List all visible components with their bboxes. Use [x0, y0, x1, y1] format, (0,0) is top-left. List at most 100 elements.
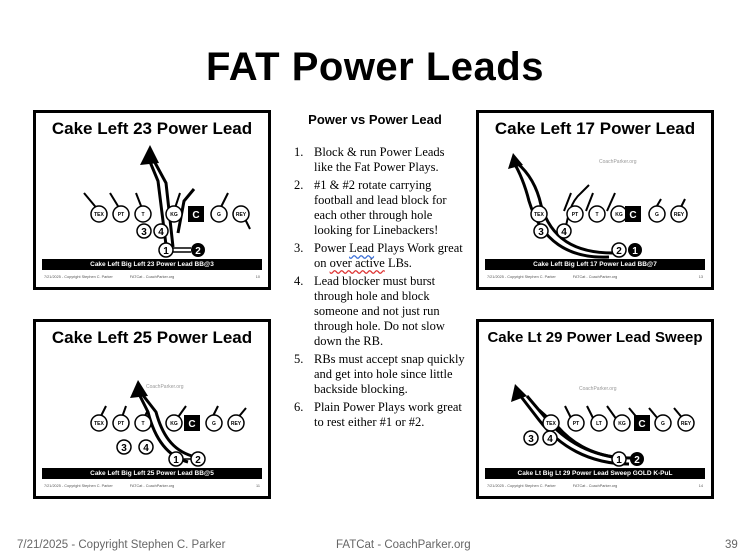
back-label: 4 [561, 227, 567, 238]
mini-footer-copyright: 7/21/2025 - Copyright Stephen C. Parker [44, 484, 113, 488]
back-label: 4 [143, 443, 149, 454]
player-circle [134, 205, 152, 223]
list-text: Lead blocker must burst through hole and… [314, 274, 445, 348]
player-circle [210, 205, 228, 223]
back-circle [158, 242, 174, 258]
mini-footer-page: 10 [255, 275, 260, 279]
player-circle [530, 205, 548, 223]
player-circle [165, 205, 183, 223]
play-diagram-title: Cake Left 23 Power Lead [51, 119, 253, 138]
back-circle [138, 439, 154, 455]
back-label: 3 [538, 227, 544, 238]
notes-heading: Power vs Power Lead [308, 112, 442, 127]
mini-footer-copyright: 7/21/2025 - Copyright Stephen C. Parker [44, 275, 113, 279]
back-circle [542, 430, 558, 446]
play-field-diagram: CoachParker.org TEX PT LT KG C G REY 3 4… [511, 384, 695, 467]
slide-title: FAT Power Leads [206, 45, 544, 89]
player-label: KG [615, 212, 623, 218]
back-circle [533, 223, 549, 239]
list-number: 5. [294, 352, 304, 366]
center-square [634, 415, 650, 431]
player-label: PT [573, 421, 579, 427]
play-caption-bar: Cake Left Big Left 17 Power Lead BB@7 [485, 259, 705, 270]
player-circle [670, 205, 688, 223]
player-label: PT [118, 212, 124, 218]
back-label: 3 [528, 434, 534, 445]
player-label: REY [681, 421, 692, 427]
back-label: 2 [616, 246, 622, 257]
back-label: 1 [632, 246, 638, 257]
back-circle [628, 243, 642, 257]
notes-list: 1.Block & run Power Leads like the Fat P… [284, 145, 466, 430]
player-label: LT [596, 421, 602, 427]
mini-footer-site: FATCat - CoachParker.org [572, 484, 618, 488]
mini-footer: 7/21/2025 - Copyright Stephen C. Parker … [487, 275, 703, 282]
mini-footer-site: FATCat - CoachParker.org [129, 275, 175, 279]
player-label: G [212, 421, 216, 427]
list-text-word: over active [329, 256, 385, 270]
center-label: C [629, 210, 636, 221]
back-label: 2 [195, 246, 201, 257]
list-number: 6. [294, 400, 304, 414]
mini-footer-page: 13 [698, 275, 703, 279]
play-caption-bar: Cake Left Big Left 23 Power Lead BB@3 [42, 259, 262, 270]
back-circle [611, 242, 627, 258]
player-label: G [655, 212, 659, 218]
play-diagram-title: Cake Left 17 Power Lead [494, 119, 696, 138]
center-square [625, 206, 641, 222]
player-label: G [661, 421, 665, 427]
player-circle [227, 414, 245, 432]
player-circle [567, 414, 585, 432]
watermark: CoachParker.org [579, 386, 617, 392]
play-diagram-23-power-lead[interactable]: Cake Left 23 Power Lead TEX PT T KG C G … [33, 110, 271, 290]
back-circle [190, 451, 206, 467]
list-number: 3. [294, 241, 304, 255]
list-text-word: Lead [349, 241, 375, 255]
player-circle [654, 414, 672, 432]
play-diagram-29-power-lead-sweep[interactable]: Cake Lt 29 Power Lead Sweep CoachParker.… [476, 319, 714, 499]
footer-site: FATCat - CoachParker.org [336, 539, 471, 551]
back-circle [136, 223, 152, 239]
list-text: #1 & #2 rotate carrying football and lea… [314, 178, 447, 237]
footer-page-number: 39 [725, 539, 738, 551]
run-arrowhead [130, 380, 148, 398]
player-label: KG [170, 421, 178, 427]
back-label: 2 [195, 455, 201, 466]
mini-footer-page: 14 [698, 484, 703, 488]
player-circle [165, 414, 183, 432]
back-label: 3 [141, 227, 147, 238]
play-caption-bar: Cake Lt Big Lt 29 Power Lead Sweep GOLD … [485, 468, 705, 479]
back-label: 3 [121, 443, 127, 454]
player-label: TEX [546, 421, 556, 427]
list-item: 5.RBs must accept snap quickly and get i… [284, 352, 466, 397]
mini-footer: 7/21/2025 - Copyright Stephen C. Parker … [487, 484, 703, 491]
back-circle [153, 223, 169, 239]
back-circle [191, 243, 205, 257]
play-diagram-title: Cake Left 25 Power Lead [51, 328, 253, 347]
player-circle [677, 414, 695, 432]
run-arrowhead [508, 153, 523, 169]
list-item: 6. Plain Power Plays work great to rest e… [284, 400, 466, 430]
play-field-diagram: CoachParker.org TEX PT T KG C G REY 3 4 … [90, 380, 247, 467]
player-label: TEX [534, 212, 544, 218]
player-label: REY [236, 212, 247, 218]
center-square [188, 206, 204, 222]
play-field-diagram: CoachParker.org TEX PT T KG C G REY 3 4 … [508, 153, 688, 259]
center-label: C [192, 210, 199, 221]
center-label: C [188, 419, 195, 430]
player-label: REY [231, 421, 242, 427]
mini-footer: 7/21/2025 - Copyright Stephen C. Parker … [44, 275, 260, 282]
player-circle [112, 205, 130, 223]
list-text-pre: Power [314, 241, 350, 255]
play-diagram-17-power-lead[interactable]: Cake Left 17 Power Lead CoachParker.org … [476, 110, 714, 290]
mini-footer-site: FATCat - CoachParker.org [129, 484, 175, 488]
player-label: PT [572, 212, 578, 218]
list-text: Plain Power Plays work great to rest eit… [314, 400, 462, 429]
run-arrowhead [511, 384, 527, 402]
list-item: 3.Power Lead Plays Work great on over ac… [284, 241, 466, 271]
mini-footer: 7/21/2025 - Copyright Stephen C. Parker … [44, 484, 260, 491]
watermark: CoachParker.org [599, 159, 637, 165]
list-text-post: LBs. [384, 256, 412, 270]
play-diagram-25-power-lead[interactable]: Cake Left 25 Power Lead CoachParker.org … [33, 319, 271, 499]
player-circle [90, 205, 108, 223]
